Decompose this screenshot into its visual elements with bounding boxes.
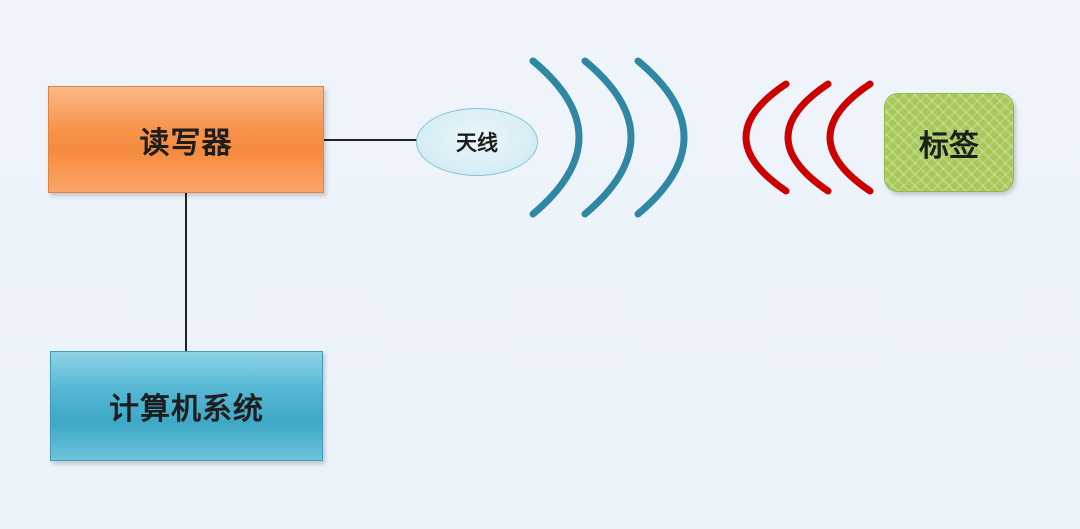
reader-wave-2 bbox=[581, 57, 635, 218]
tag-wave-1 bbox=[742, 80, 790, 195]
tag-box: 标签 bbox=[884, 93, 1014, 192]
reader-wave-1 bbox=[529, 57, 583, 218]
reader-box: 读写器 bbox=[48, 86, 324, 193]
computer-system-label: 计算机系统 bbox=[109, 392, 264, 427]
tag-wave-3 bbox=[826, 80, 874, 195]
antenna-label: 天线 bbox=[456, 131, 498, 155]
tag-wave-2 bbox=[784, 80, 832, 195]
antenna-ellipse: 天线 bbox=[416, 108, 538, 176]
computer-system-box: 计算机系统 bbox=[50, 351, 323, 461]
reader-label: 读写器 bbox=[139, 125, 233, 161]
reader-wave-3 bbox=[634, 57, 688, 218]
tag-waves bbox=[742, 80, 874, 195]
reader-waves bbox=[529, 57, 688, 218]
tag-label: 标签 bbox=[919, 128, 979, 164]
